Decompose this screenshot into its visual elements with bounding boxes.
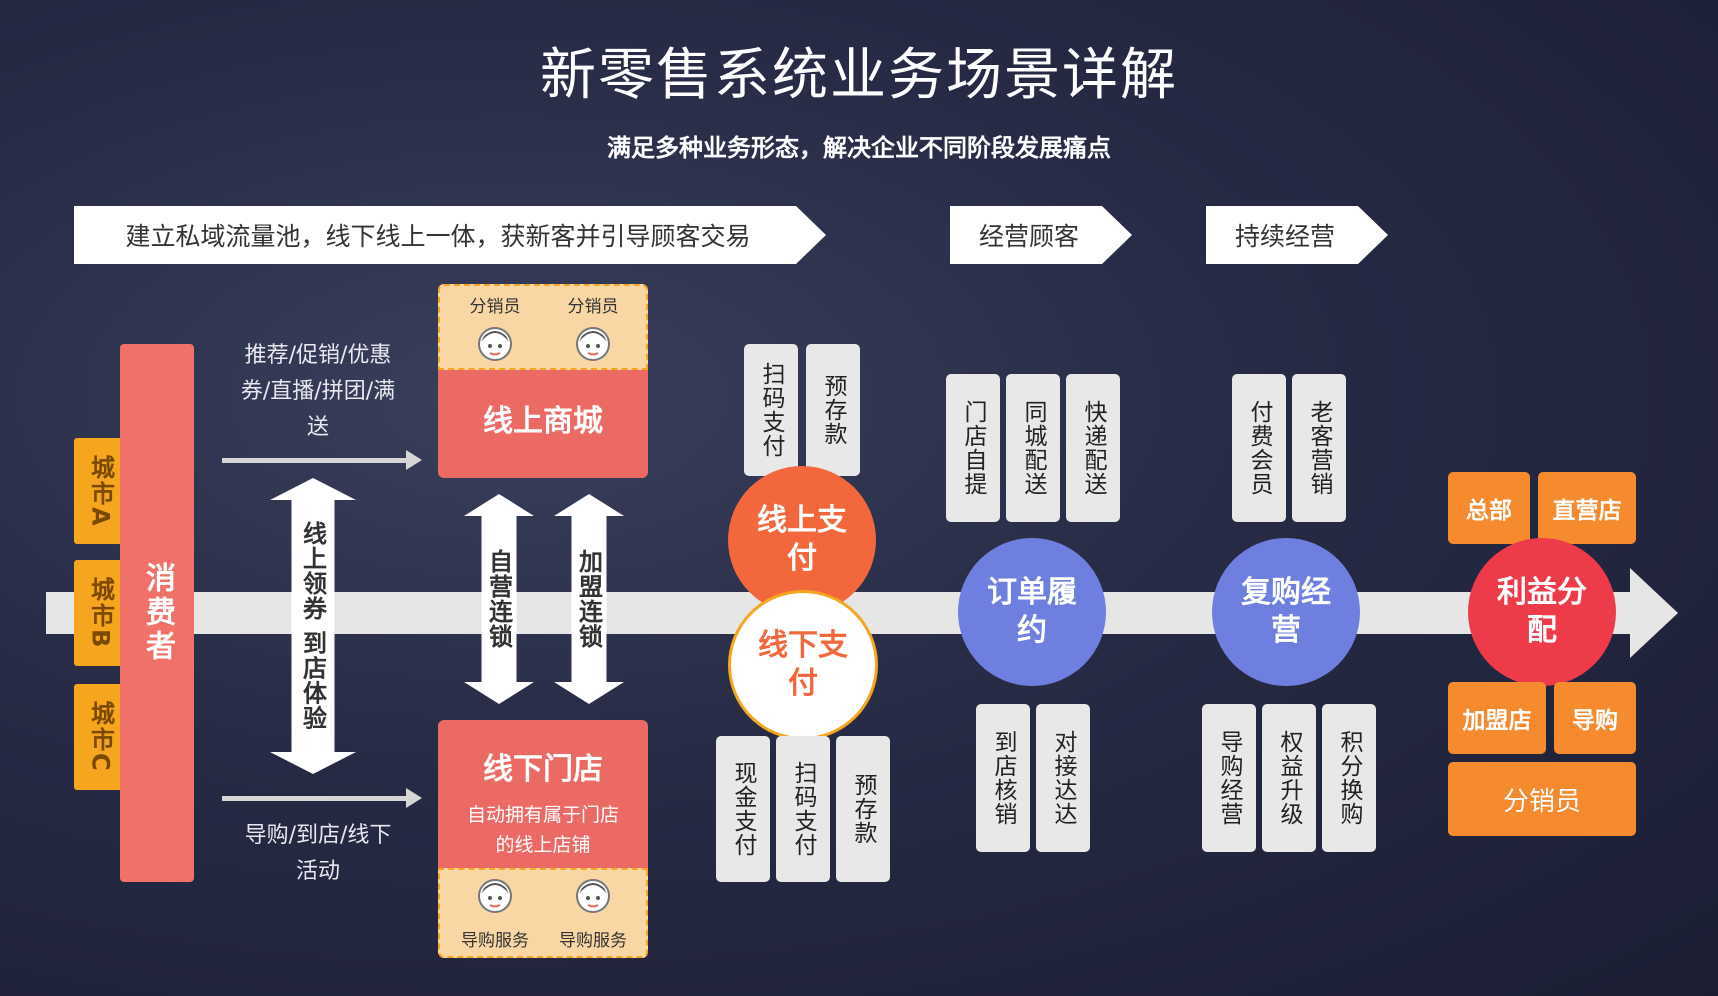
method-box: 导购经营 xyxy=(1202,704,1256,852)
staff-label: 分销员 xyxy=(567,297,619,317)
franchise-store-box: 加盟店 xyxy=(1448,682,1546,754)
node-label: 线上支付 xyxy=(757,503,847,576)
method-box: 对接达达 xyxy=(1036,704,1090,852)
city-label: 城市A xyxy=(86,454,115,528)
method-label: 门店自提 xyxy=(960,400,986,496)
page-subtitle: 满足多种业务形态，解决企业不同阶段发展痛点 xyxy=(607,134,1111,162)
offline-payment-node: 线下支付 xyxy=(728,590,878,740)
method-box: 到店核销 xyxy=(976,704,1030,852)
main-flow-arrowhead xyxy=(1630,568,1678,658)
staff-label: 导购服务 xyxy=(461,931,529,951)
method-label: 对接达达 xyxy=(1050,730,1076,826)
offline-store-card: 线下门店 自动拥有属于门店的线上店铺 导购服务 导购服务 xyxy=(438,720,648,958)
shopping-guide-icon xyxy=(478,879,512,913)
hq-box: 总部 xyxy=(1448,472,1530,544)
arrow-label: 线上领券 到店体验 xyxy=(298,521,327,731)
offline-store-name: 线下门店 xyxy=(483,752,603,787)
city-c: 城市C xyxy=(74,684,128,790)
method-label: 预存款 xyxy=(820,374,846,446)
staff-label: 导购服务 xyxy=(559,931,627,951)
order-fulfilment-node: 订单履约 xyxy=(958,538,1106,686)
method-label: 到店核销 xyxy=(990,730,1016,826)
method-label: 导购经营 xyxy=(1216,730,1242,826)
method-box: 现金支付 xyxy=(716,736,770,882)
consumer-label: 消费者 xyxy=(140,562,175,664)
banner-label: 建立私域流量池，线下线上一体，获新客并引导顾客交易 xyxy=(125,222,751,251)
method-label: 老客营销 xyxy=(1306,400,1332,496)
method-label: 扫码支付 xyxy=(790,761,816,857)
online-payment-node: 线上支付 xyxy=(728,466,876,614)
online-channel-text: 推荐/促销/优惠券/直播/拼团/满送 xyxy=(240,343,396,440)
node-label: 订单履约 xyxy=(987,575,1077,648)
node-label: 利益分配 xyxy=(1497,575,1587,648)
arrow-label: 加盟连锁 xyxy=(574,549,603,649)
city-b: 城市B xyxy=(74,560,128,666)
online-mall-name: 线上商城 xyxy=(483,404,603,439)
distributor-icon xyxy=(576,327,610,361)
stage-banner-sustain: 持续经营 xyxy=(1206,206,1388,264)
distributor-icon xyxy=(478,327,512,361)
stage-banner-acquire: 建立私域流量池，线下线上一体，获新客并引导顾客交易 xyxy=(74,206,826,264)
method-box: 老客营销 xyxy=(1292,374,1346,522)
method-box: 积分换购 xyxy=(1322,704,1376,852)
node-label: 复购经营 xyxy=(1241,575,1331,648)
method-label: 预存款 xyxy=(850,773,876,845)
profit-distribution-node: 利益分配 xyxy=(1468,538,1616,686)
method-box: 权益升级 xyxy=(1262,704,1316,852)
method-label: 扫码支付 xyxy=(758,362,784,458)
offline-store-desc: 自动拥有属于门店的线上店铺 xyxy=(466,804,619,856)
staff-label: 分销员 xyxy=(469,297,521,317)
offline-channel-text: 导购/到店/线下活动 xyxy=(244,823,392,884)
method-label: 积分换购 xyxy=(1336,730,1362,826)
method-label: 现金支付 xyxy=(730,761,756,857)
online-mall-staff: 分销员 分销员 xyxy=(438,284,648,370)
consumer-bar: 消费者 xyxy=(120,344,194,882)
method-label: 同城配送 xyxy=(1020,400,1046,496)
online-channel-arrow xyxy=(222,450,422,470)
city-a: 城市A xyxy=(74,438,128,544)
method-box: 扫码支付 xyxy=(744,344,798,476)
arrow-label: 自营连锁 xyxy=(484,549,513,649)
city-label: 城市B xyxy=(86,576,115,650)
distributor-box: 分销员 xyxy=(1448,762,1636,836)
offline-store-staff: 导购服务 导购服务 xyxy=(438,868,648,958)
banner-label: 经营顾客 xyxy=(978,222,1079,251)
guide-box: 导购 xyxy=(1554,682,1636,754)
banner-label: 持续经营 xyxy=(1234,222,1335,251)
method-box: 付费会员 xyxy=(1232,374,1286,522)
method-label: 权益升级 xyxy=(1276,730,1302,826)
repurchase-node: 复购经营 xyxy=(1212,538,1360,686)
shopping-guide-icon xyxy=(576,879,610,913)
stage-banner-operate: 经营顾客 xyxy=(950,206,1132,264)
method-box: 门店自提 xyxy=(946,374,1000,522)
method-label: 付费会员 xyxy=(1246,400,1272,496)
offline-channel-arrow xyxy=(222,788,422,808)
node-label: 线下支付 xyxy=(758,628,848,701)
method-box: 扫码支付 xyxy=(776,736,830,882)
method-box: 预存款 xyxy=(806,344,860,476)
method-box: 同城配送 xyxy=(1006,374,1060,522)
direct-store-box: 直营店 xyxy=(1538,472,1636,544)
method-label: 快递配送 xyxy=(1080,400,1106,496)
method-box: 快递配送 xyxy=(1066,374,1120,522)
page-title: 新零售系统业务场景详解 xyxy=(540,43,1178,108)
online-mall-card: 分销员 分销员 线上商城 xyxy=(438,284,648,478)
method-box: 预存款 xyxy=(836,736,890,882)
city-label: 城市C xyxy=(86,701,115,773)
